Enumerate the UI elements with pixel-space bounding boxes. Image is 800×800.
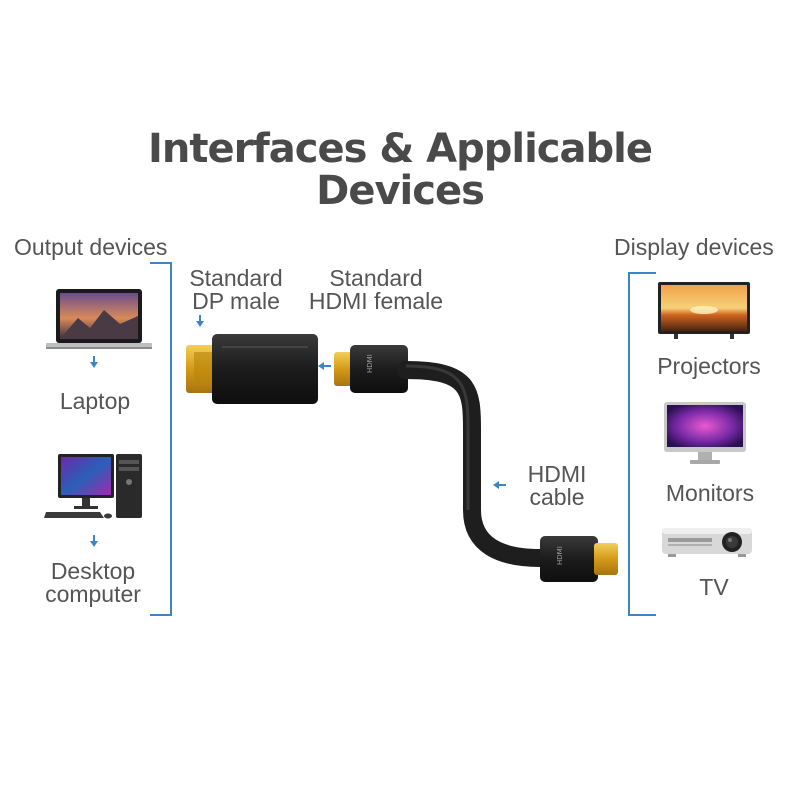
laptop-label: Laptop	[59, 388, 131, 414]
projectors-label: Projectors	[657, 353, 761, 379]
desktop-label-line1: Desktop	[50, 558, 136, 584]
desktop-label-line2: computer	[45, 581, 141, 607]
tv-icon	[658, 282, 750, 339]
monitor-icon	[664, 402, 746, 464]
hdmi-female-label-line2: HDMI female	[308, 288, 444, 314]
tv-label: TV	[699, 574, 729, 600]
left-bracket	[150, 262, 172, 616]
laptop-arrow-icon	[90, 362, 98, 368]
hdmi-cable-label-line1: HDMI	[527, 461, 587, 487]
hdmi-female-label-line1: Standard	[329, 265, 423, 291]
page-title: Interfaces & Applicable	[148, 126, 653, 172]
monitors-label: Monitors	[665, 480, 755, 506]
dp-male-label-line2: DP male	[192, 288, 280, 314]
hdmi-cable-label-line2: cable	[529, 484, 585, 510]
output-devices-heading: Output devices	[14, 234, 168, 260]
laptop-arrow-shaft	[93, 356, 95, 363]
desktop-arrow-shaft	[93, 535, 95, 542]
hdmi-female-arrow-icon	[318, 362, 324, 370]
svg-text:HDMI: HDMI	[556, 546, 564, 565]
hdmi-female-arrow-shaft	[323, 365, 331, 367]
dp-arrow-shaft	[199, 315, 201, 322]
desktop-computer-icon	[44, 454, 142, 519]
svg-text:HDMI: HDMI	[366, 354, 374, 373]
hdmi-cable-arrow-shaft	[498, 484, 506, 486]
right-bracket	[628, 272, 656, 616]
laptop-icon	[46, 289, 152, 349]
dp-male-label-line1: Standard	[189, 265, 283, 291]
hdmi-cable-arrow-icon	[493, 481, 499, 489]
dp-arrow-icon	[196, 321, 204, 327]
page-title-line2: Devices	[316, 168, 485, 214]
desktop-arrow-icon	[90, 541, 98, 547]
projector-icon	[662, 528, 752, 557]
display-devices-heading: Display devices	[614, 234, 774, 260]
